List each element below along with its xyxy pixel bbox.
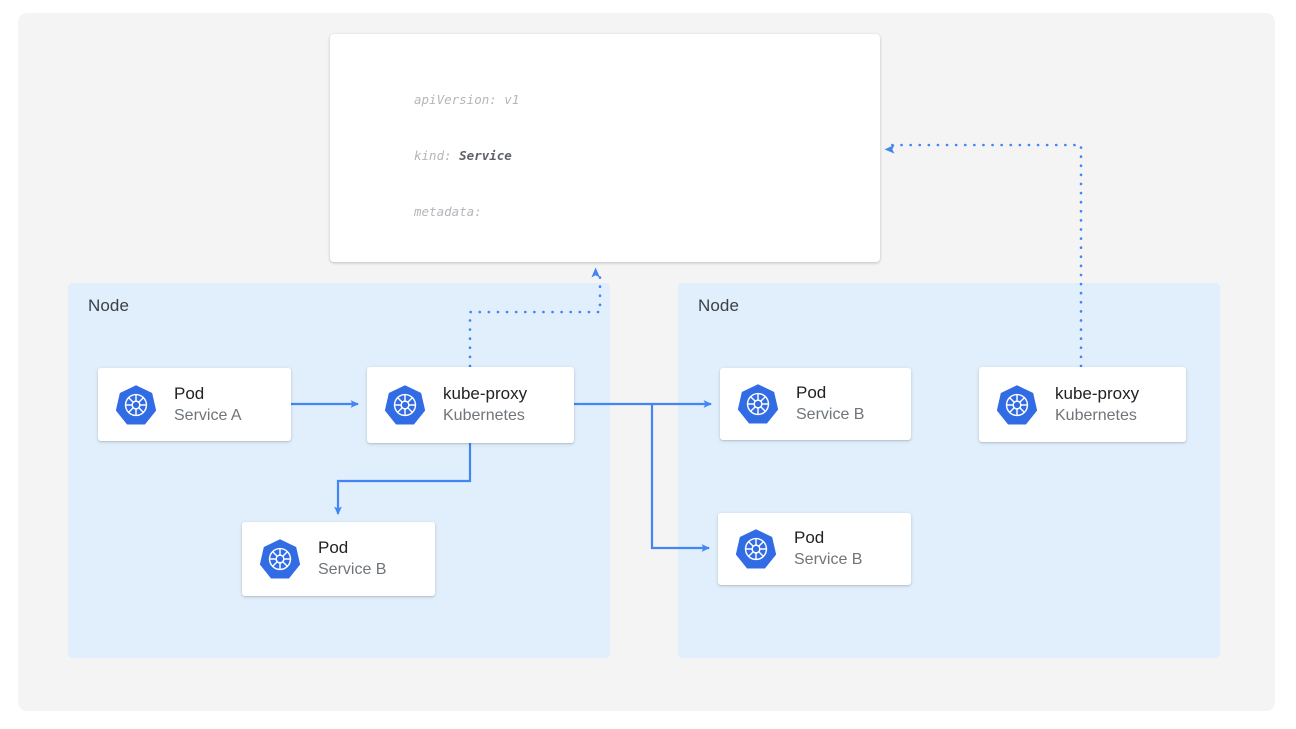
card-title: kube-proxy <box>443 384 528 404</box>
card-subtitle: Kubernetes <box>1055 406 1137 424</box>
node-label-right: Node <box>698 296 740 315</box>
service-spec-yaml: apiVersion: v1 kind: Service metadata: n… <box>414 54 723 262</box>
card-text: kube-proxy Kubernetes <box>443 384 527 426</box>
card-subtitle: Service B <box>794 551 863 569</box>
kubernetes-logo-icon <box>114 383 158 427</box>
kubernetes-logo-icon <box>258 537 302 581</box>
card-subtitle: Service B <box>318 561 387 579</box>
card-text: Pod Service B <box>794 528 862 570</box>
card-title: Pod <box>174 383 205 403</box>
card-title: Pod <box>794 528 825 548</box>
yaml-line: name: my-service <box>414 259 723 262</box>
card-title: Pod <box>318 538 349 558</box>
card-subtitle: Kubernetes <box>443 407 525 425</box>
card-subtitle: Service A <box>174 406 242 424</box>
card-title: Pod <box>796 383 827 403</box>
card-text: kube-proxy Kubernetes <box>1055 384 1139 426</box>
yaml-line: metadata: <box>414 203 482 219</box>
card-pod-service-b-local[interactable]: Pod Service B <box>242 522 435 596</box>
card-subtitle: Service B <box>796 406 865 424</box>
card-text: Pod Service B <box>318 538 386 580</box>
card-pod-service-b-remote-bottom[interactable]: Pod Service B <box>718 513 911 585</box>
card-text: Pod Service A <box>174 384 242 426</box>
kubernetes-logo-icon <box>734 527 778 571</box>
kubernetes-logo-icon <box>995 383 1039 427</box>
service-spec-card: apiVersion: v1 kind: Service metadata: n… <box>330 34 880 262</box>
card-pod-service-a[interactable]: Pod Service A <box>98 368 291 441</box>
kubernetes-logo-icon <box>383 383 427 427</box>
card-kube-proxy-left[interactable]: kube-proxy Kubernetes <box>367 367 574 443</box>
kubernetes-logo-icon <box>736 382 780 426</box>
node-label-left: Node <box>88 296 130 315</box>
node-container-right: Node <box>678 283 1220 658</box>
yaml-line: apiVersion: v1 <box>414 92 520 108</box>
card-pod-service-b-remote-top[interactable]: Pod Service B <box>720 368 911 440</box>
card-kube-proxy-right[interactable]: kube-proxy Kubernetes <box>979 367 1186 442</box>
yaml-line: kind: Service <box>414 147 512 163</box>
card-title: kube-proxy <box>1055 383 1140 403</box>
card-text: Pod Service B <box>796 383 864 425</box>
node-container-left: Node <box>68 283 610 658</box>
